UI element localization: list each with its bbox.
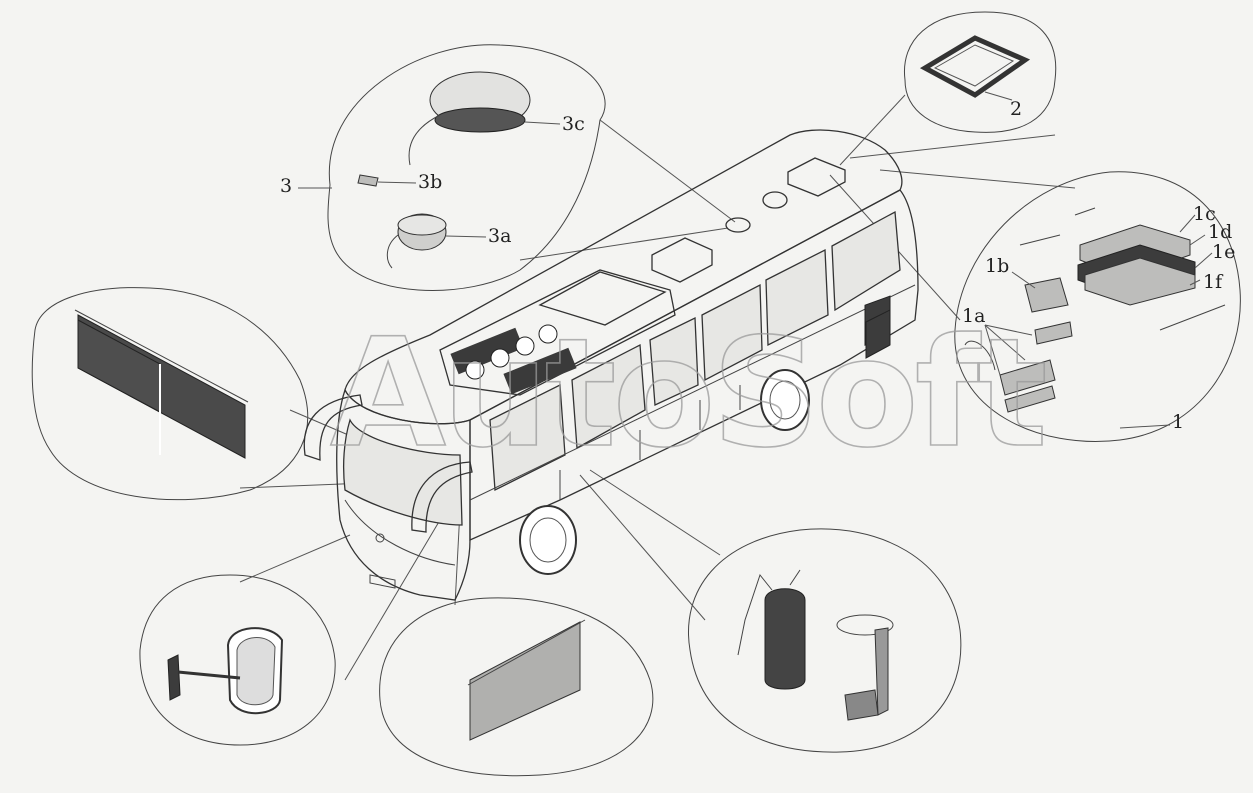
connector-3b xyxy=(357,174,379,187)
bus-body xyxy=(303,129,919,601)
roof-ac-unit xyxy=(439,269,676,396)
detail-bubble-3 xyxy=(327,44,606,291)
callout-3: 3 xyxy=(280,175,292,197)
callout-1e: 1e xyxy=(1212,241,1235,263)
callout-1b: 1b xyxy=(985,255,1009,277)
speaker-dome-3c xyxy=(408,71,531,166)
rear-wheel xyxy=(760,369,810,431)
detail-bubble-curtain-left xyxy=(31,287,309,501)
detail-bubble-mirror xyxy=(139,574,336,746)
detail-bubble-curtain-right xyxy=(379,597,654,777)
sun-curtain-left xyxy=(74,309,249,459)
callout-3a: 3a xyxy=(488,225,511,247)
callout-1f: 1f xyxy=(1203,271,1224,293)
callout-1: 1 xyxy=(1172,411,1184,433)
fire-extinguisher xyxy=(737,569,806,690)
detail-bubble-2 xyxy=(903,11,1057,133)
sun-curtain-right xyxy=(467,619,586,741)
extinguisher-bracket xyxy=(836,614,894,721)
roof-hatch-assembly-1 xyxy=(964,207,1226,413)
callout-2: 2 xyxy=(1010,98,1022,120)
detail-bubble-1 xyxy=(954,171,1241,442)
callout-1a: 1a xyxy=(962,305,985,327)
callout-3b: 3b xyxy=(418,171,442,193)
callout-1c: 1c xyxy=(1193,203,1216,225)
detail-bubble-extinguisher xyxy=(688,528,962,753)
watermark-text: AutoSoft xyxy=(330,307,1045,481)
callout-1d: 1d xyxy=(1208,221,1232,243)
front-wheel xyxy=(519,505,577,575)
motor-3a xyxy=(386,213,447,269)
hatch-seal-2 xyxy=(919,35,1031,98)
rear-view-mirror xyxy=(167,627,284,715)
callout-3c: 3c xyxy=(562,113,585,135)
